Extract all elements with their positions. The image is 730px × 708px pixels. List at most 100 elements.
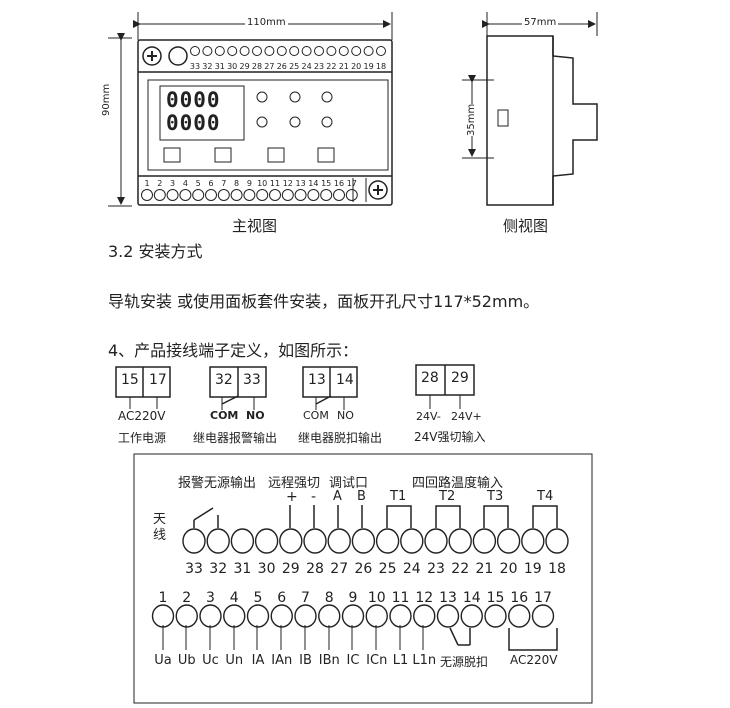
diagram-plus: + bbox=[286, 489, 298, 505]
group2-term-b: 33 bbox=[243, 372, 261, 388]
side-view bbox=[462, 12, 598, 206]
diagram-lower-terminal-number: 2 bbox=[182, 590, 191, 606]
front-top-terminal bbox=[351, 46, 362, 56]
diagram-b: B bbox=[357, 489, 366, 504]
diagram-upper-terminal-number: 31 bbox=[233, 561, 251, 577]
diagram-upper-terminal-number: 21 bbox=[475, 561, 493, 577]
wiring-groups bbox=[115, 364, 475, 410]
front-height-dim: 90mm bbox=[101, 83, 112, 116]
diagram-minus: - bbox=[311, 489, 317, 505]
front-bottom-terminal bbox=[230, 189, 243, 201]
diagram-lower-terminal bbox=[318, 604, 341, 628]
front-bottom-terminal bbox=[269, 189, 281, 201]
front-top-terminal-number: 20 bbox=[351, 62, 361, 71]
front-bottom-terminal bbox=[281, 189, 294, 201]
diagram-lower-terminal bbox=[413, 604, 436, 628]
side-height-dim: 35mm bbox=[466, 103, 477, 136]
diagram-bottom-label: L1n bbox=[412, 653, 437, 668]
diagram-upper-terminal-number: 33 bbox=[185, 561, 203, 577]
front-top-terminal bbox=[376, 46, 386, 56]
group4-term-b: 29 bbox=[451, 370, 469, 386]
group4-label: 24V强切输入 bbox=[414, 430, 486, 444]
front-bottom-terminal-number: 13 bbox=[296, 179, 306, 188]
diagram-t4: T4 bbox=[537, 489, 554, 504]
front-top-terminal-number: 22 bbox=[326, 62, 336, 71]
diagram-lower-terminal-number: 4 bbox=[230, 590, 239, 606]
group3-no: NO bbox=[337, 409, 354, 422]
diagram-lower-terminal bbox=[270, 604, 293, 628]
front-top-terminal bbox=[202, 46, 213, 56]
diagram-lower-terminal-number: 7 bbox=[301, 590, 310, 606]
diagram-bottom-label: IA bbox=[251, 653, 265, 668]
diagram-bottom-label: Uc bbox=[202, 653, 219, 668]
diagram-bottom-label: L1 bbox=[392, 653, 409, 668]
diagram-upper-terminal bbox=[545, 528, 569, 554]
diagram-upper-terminal-number: 20 bbox=[500, 561, 518, 577]
side-width-dim: 57mm bbox=[522, 17, 559, 28]
front-bottom-terminal-number: 17 bbox=[347, 179, 357, 188]
diagram-upper-terminal bbox=[496, 528, 521, 554]
diagram-lower-terminal bbox=[199, 604, 222, 628]
diagram-upper-terminal bbox=[182, 528, 206, 554]
front-view-caption: 主视图 bbox=[232, 217, 278, 235]
diagram-lower-terminal-number: 1 bbox=[159, 590, 168, 606]
front-top-terminal-number: 25 bbox=[289, 62, 299, 71]
group4-term-a: 28 bbox=[421, 370, 439, 386]
front-bottom-terminal bbox=[153, 189, 166, 201]
diagram-upper-terminal bbox=[230, 528, 255, 554]
diagram-upper-terminal-number: 29 bbox=[282, 561, 300, 577]
diagram-lower-terminal-number: 12 bbox=[415, 590, 433, 606]
diagram-upper-terminal bbox=[327, 528, 351, 554]
group3-com: COM bbox=[303, 409, 329, 422]
group2-no: NO bbox=[246, 409, 265, 422]
diagram-t1: T1 bbox=[390, 489, 407, 504]
diagram-bottom-label: IC bbox=[346, 653, 360, 668]
diagram-bottom-label: Ub bbox=[177, 653, 196, 668]
front-bottom-terminal-number: 11 bbox=[270, 179, 280, 188]
diagram-t2: T2 bbox=[439, 489, 456, 504]
diagram-upper-terminal-number: 23 bbox=[427, 561, 445, 577]
group2-term-a: 32 bbox=[215, 372, 233, 388]
group4-sub-left: 24V- bbox=[416, 410, 441, 423]
diagram-upper-terminal-number: 25 bbox=[379, 561, 397, 577]
front-bottom-terminal-number: 7 bbox=[221, 179, 226, 188]
front-top-terminal-number: 18 bbox=[376, 62, 386, 71]
front-bottom-terminal-number: 8 bbox=[234, 179, 239, 188]
diagram-lower-terminal-number: 11 bbox=[392, 590, 410, 606]
front-top-terminal bbox=[301, 46, 312, 56]
group1-sub: AC220V bbox=[118, 409, 166, 423]
front-bottom-terminal bbox=[166, 189, 179, 201]
front-bottom-terminal bbox=[256, 189, 269, 201]
diagram-lower-terminal-number: 15 bbox=[487, 590, 505, 606]
front-top-terminal-number: 24 bbox=[302, 62, 312, 71]
diagram-upper-terminal-number: 27 bbox=[330, 561, 348, 577]
diagram-upper-terminal-number: 30 bbox=[258, 561, 276, 577]
front-bottom-terminal bbox=[205, 189, 217, 201]
diagram-dry-trip: 无源脱扣 bbox=[440, 655, 489, 669]
diagram-temp-input: 四回路温度输入 bbox=[412, 476, 504, 491]
front-top-terminal-number: 33 bbox=[190, 62, 200, 71]
front-bottom-terminal bbox=[192, 189, 205, 201]
front-top-terminal-number: 32 bbox=[202, 62, 212, 71]
front-top-terminal-number: 29 bbox=[240, 62, 250, 71]
diagram-upper-terminal bbox=[254, 528, 279, 554]
front-top-terminal-number: 31 bbox=[215, 62, 225, 71]
diagram-lower-terminal-number: 10 bbox=[368, 590, 386, 606]
wiring-heading: 4、产品接线端子定义，如图所示： bbox=[108, 341, 359, 360]
front-top-terminal-number: 27 bbox=[264, 62, 274, 71]
diagram-upper-terminal bbox=[400, 528, 424, 554]
front-bottom-terminal-number: 16 bbox=[334, 179, 344, 188]
diagram-lower-terminal bbox=[531, 604, 555, 628]
front-view bbox=[108, 12, 393, 207]
side-view-caption: 侧视图 bbox=[503, 217, 549, 235]
front-bottom-terminal-number: 4 bbox=[183, 179, 188, 188]
group1-label: 工作电源 bbox=[118, 431, 167, 445]
front-bottom-terminal-number: 12 bbox=[283, 179, 293, 188]
diagram-lower-terminal bbox=[484, 604, 507, 628]
front-bottom-terminal-number: 2 bbox=[157, 179, 162, 188]
